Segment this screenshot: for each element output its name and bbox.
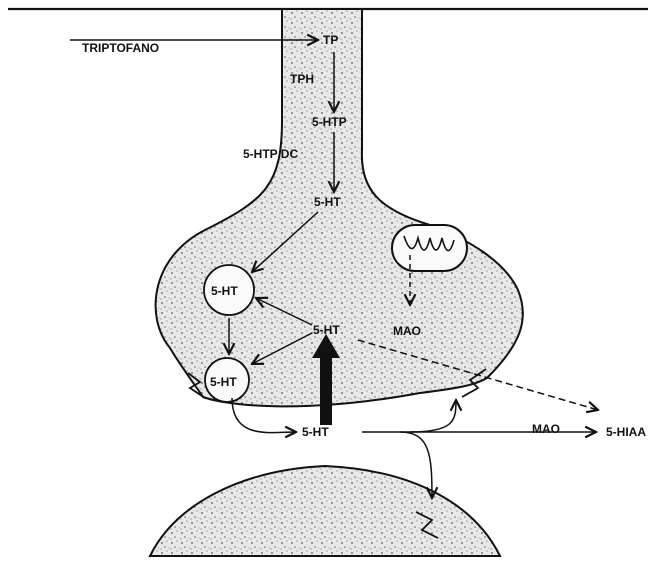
label-5hiaa: 5-HIAA xyxy=(606,425,646,439)
label-5htp-dc: 5-HTP DC xyxy=(243,147,298,161)
label-tph: TPH xyxy=(290,72,314,86)
label-5htp: 5-HTP xyxy=(312,115,347,129)
label-mao-inner: MAO xyxy=(393,324,421,338)
label-5ht-cleft: 5-HT xyxy=(302,425,329,439)
label-5ht-cytosol: 5-HT xyxy=(313,323,340,337)
arrow-cleft-to-terminal xyxy=(410,400,456,432)
postsynaptic-membrane xyxy=(150,466,500,556)
label-triptofano: TRIPTOFANO xyxy=(82,41,159,55)
label-vesicle-top: 5-HT xyxy=(211,284,238,298)
label-tp: TP xyxy=(323,33,338,47)
label-mao-outer: MAO xyxy=(532,422,560,436)
label-5ht-synth: 5-HT xyxy=(314,195,341,209)
mitochondrion xyxy=(392,225,467,271)
label-vesicle-bottom: 5-HT xyxy=(210,375,237,389)
